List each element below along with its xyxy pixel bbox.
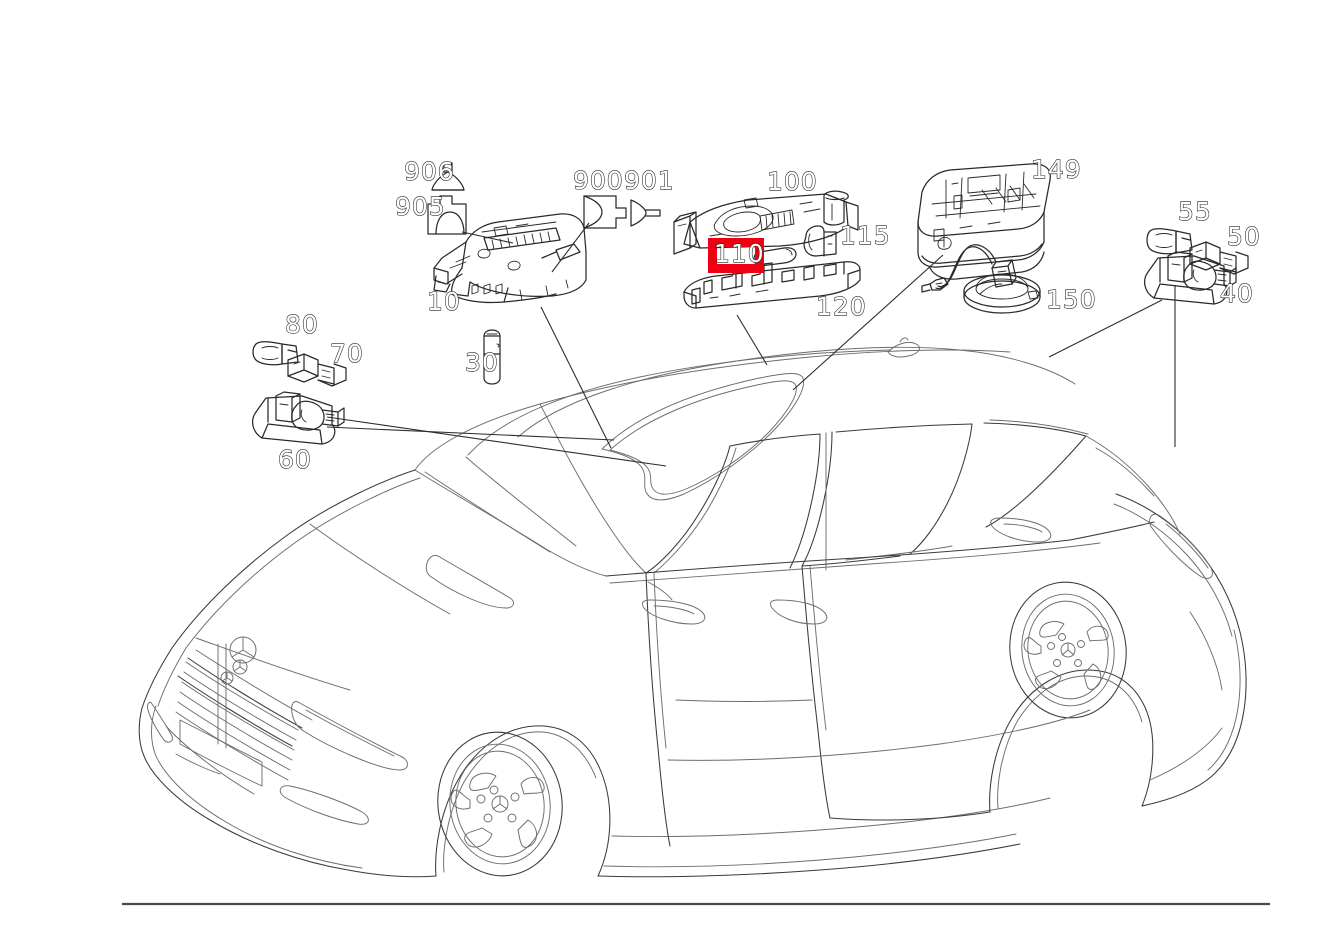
callout-label-60: 60 — [278, 445, 312, 474]
callout-label-906: 906 — [404, 157, 455, 186]
part-149-roof-module-housing — [917, 163, 1051, 280]
leader-60a — [326, 416, 667, 467]
part-901-connector-pin — [630, 199, 661, 227]
leader-120 — [736, 314, 768, 366]
part-120-console-trim-carrier — [683, 261, 861, 309]
vehicle-illustration — [138, 337, 1247, 878]
callout-label-120: 120 — [816, 292, 867, 321]
callout-label-149: 149 — [1031, 155, 1082, 184]
callout-label-150: 150 — [1046, 285, 1097, 314]
callout-label-110: 110 — [714, 239, 765, 268]
leader-40a — [1048, 299, 1163, 358]
callout-label-55: 55 — [1178, 197, 1212, 226]
part-150-antenna-rosette-assembly — [921, 244, 1041, 314]
leader-900 — [551, 222, 590, 273]
leader-60b — [326, 426, 615, 441]
part-70-electrical-connector-small — [287, 353, 347, 387]
part-30-cylindrical-lamp — [483, 329, 501, 385]
hood-star-emblem — [229, 636, 257, 675]
part-60-door-entry-lamp — [252, 391, 345, 445]
part-906-bulb-socket-cap — [431, 162, 465, 191]
rear-wheel — [1009, 581, 1127, 719]
highlight-box-110 — [708, 238, 764, 273]
callout-label-10: 10 — [427, 287, 461, 316]
leader-10 — [540, 306, 612, 449]
callout-label-900: 900 — [573, 166, 624, 195]
callout-labels: 906 905 900 901 10 100 110 115 120 149 1… — [277, 154, 1261, 474]
part-900-connector-block — [583, 195, 627, 229]
callout-label-905: 905 — [395, 192, 446, 221]
callout-label-40: 40 — [1220, 279, 1254, 308]
callout-label-30: 30 — [465, 348, 499, 377]
part-100-rear-roof-console — [673, 190, 859, 255]
part-905-lamp-housing-block — [427, 195, 467, 235]
callout-label-100: 100 — [767, 167, 818, 196]
callout-label-901: 901 — [624, 166, 675, 195]
callout-label-115: 115 — [840, 221, 891, 250]
callout-label-50: 50 — [1227, 222, 1261, 251]
callout-label-80: 80 — [285, 310, 319, 339]
grille-star-emblem — [220, 671, 234, 685]
front-wheel — [437, 731, 563, 877]
leader-lines — [326, 222, 1176, 467]
callout-label-70: 70 — [330, 339, 364, 368]
part-55-bulb-socket — [1146, 228, 1193, 255]
part-40-reading-lamp-assembly — [1144, 251, 1237, 305]
leader-149 — [792, 254, 944, 391]
part-10-overhead-control-panel — [433, 213, 587, 304]
part-80-bulb-socket-small — [252, 341, 299, 366]
part-115-wedge-base-bulb — [803, 225, 837, 257]
